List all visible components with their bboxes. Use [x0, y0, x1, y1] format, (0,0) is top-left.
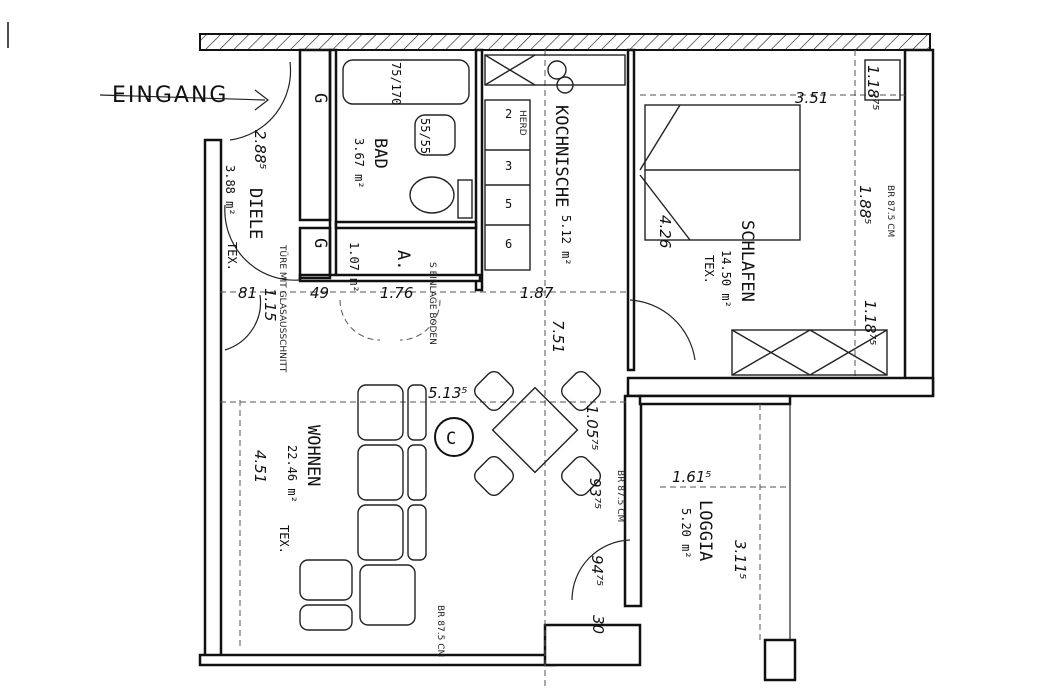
dim-label: 1.05⁷⁵ [583, 405, 601, 450]
kitchen-item: 2 [505, 107, 512, 121]
entrance-marker: EINGANG [99, 83, 269, 111]
dim-label: 30 [589, 615, 607, 634]
dim-label: 1.15 [261, 288, 279, 321]
door-note: TÜRE MIT GLASAUSSCHNITT [277, 244, 288, 373]
bedroom-furniture [639, 59, 901, 376]
room-kochnische-area: 5.12 m² [559, 215, 573, 266]
kitchen-item: 5 [505, 197, 512, 211]
closet-label: G [310, 238, 330, 248]
room-bad-name: BAD [370, 138, 390, 169]
kitchen-fixtures [484, 54, 626, 271]
dim-label: 93⁷⁵ [586, 478, 604, 509]
dim-label: 1.87 [520, 284, 554, 302]
room-diele-name: DIELE [245, 188, 265, 239]
kitchen-note: HERD [517, 110, 527, 136]
window-label: BR 87.5 CM [885, 185, 895, 237]
dim-label: 1.18⁷⁵ [861, 300, 879, 345]
walls [198, 33, 935, 682]
room-bad-area: 3.67 m² [352, 138, 366, 189]
dim-label: 1.18⁷⁵ [864, 65, 882, 110]
doors [224, 61, 696, 601]
room-labels: DIELE 3.88 m² TEX. TÜRE MIT GLASAUSSCHNI… [223, 62, 757, 561]
bathroom-fixtures [342, 59, 473, 219]
room-wohnen-area: 22.46 m² [285, 445, 299, 503]
dim-label: 5.13⁵ [428, 384, 467, 402]
dim-label: 3.51 [795, 89, 828, 107]
dim-label: 1.61⁵ [672, 468, 711, 486]
dim-label: 94⁷⁵ [588, 555, 606, 586]
room-schlafen-area: 14.50 m² [719, 250, 733, 308]
dim-label: 81 [238, 284, 257, 302]
sink-size: 55/55 [418, 118, 432, 154]
room-wohnen-floor: TEX. [277, 525, 291, 554]
room-wohnen-name: WOHNEN [303, 425, 323, 486]
dim-label: 4.51 [251, 450, 269, 483]
window-labels: BR 87.5 CM BR 87.5 CM BR 87.5 CM [435, 185, 895, 657]
dim-label: 3.11⁵ [731, 540, 749, 579]
window-label: BR 87.5 CM [435, 605, 445, 657]
room-abstell-area: 1.07 m² [347, 242, 361, 293]
room-kochnische-name: KOCHNISCHE [551, 105, 571, 207]
window-label: BR 87.5 CM [615, 470, 625, 522]
dimension-lines [220, 50, 905, 690]
toilet [409, 176, 455, 214]
dim-label: 1.76 [380, 284, 413, 302]
abstell-note: S EINLAGE BODEN [427, 262, 437, 345]
kitchen-item: 3 [505, 159, 512, 173]
unit-marker: C [434, 417, 474, 457]
bathtub-size: 75/170 [389, 62, 403, 105]
room-diele-area: 3.88 m² [223, 165, 237, 216]
dimension-labels: 3.51 1.18⁷⁵ 1.88⁵ 1.18⁷⁵ 4.26 1.87 1.76 … [238, 65, 882, 634]
room-loggia-area: 5.20 m² [679, 508, 693, 559]
room-schlafen-floor: TEX. [702, 255, 716, 284]
entrance-label: EINGANG [112, 83, 228, 108]
room-schlafen-name: SCHLAFEN [737, 220, 757, 302]
room-abstell-name: A. [393, 250, 413, 270]
bathtub [342, 59, 470, 105]
living-furniture [299, 370, 602, 631]
dim-diele: 2.88⁵ [251, 130, 269, 169]
dim-label: 7.51 [549, 320, 567, 353]
closet-label: G [310, 93, 330, 103]
kitchen-item: 6 [505, 237, 512, 251]
unit-label: C [446, 429, 456, 449]
cistern [457, 179, 473, 219]
dim-label: 1.88⁵ [856, 185, 874, 224]
room-loggia-name: LOGGIA [695, 500, 715, 561]
sink [414, 114, 456, 156]
dim-label: 4.26 [656, 215, 674, 248]
dim-label: 49 [310, 284, 329, 302]
room-diele-floor: TEX. [225, 242, 239, 271]
